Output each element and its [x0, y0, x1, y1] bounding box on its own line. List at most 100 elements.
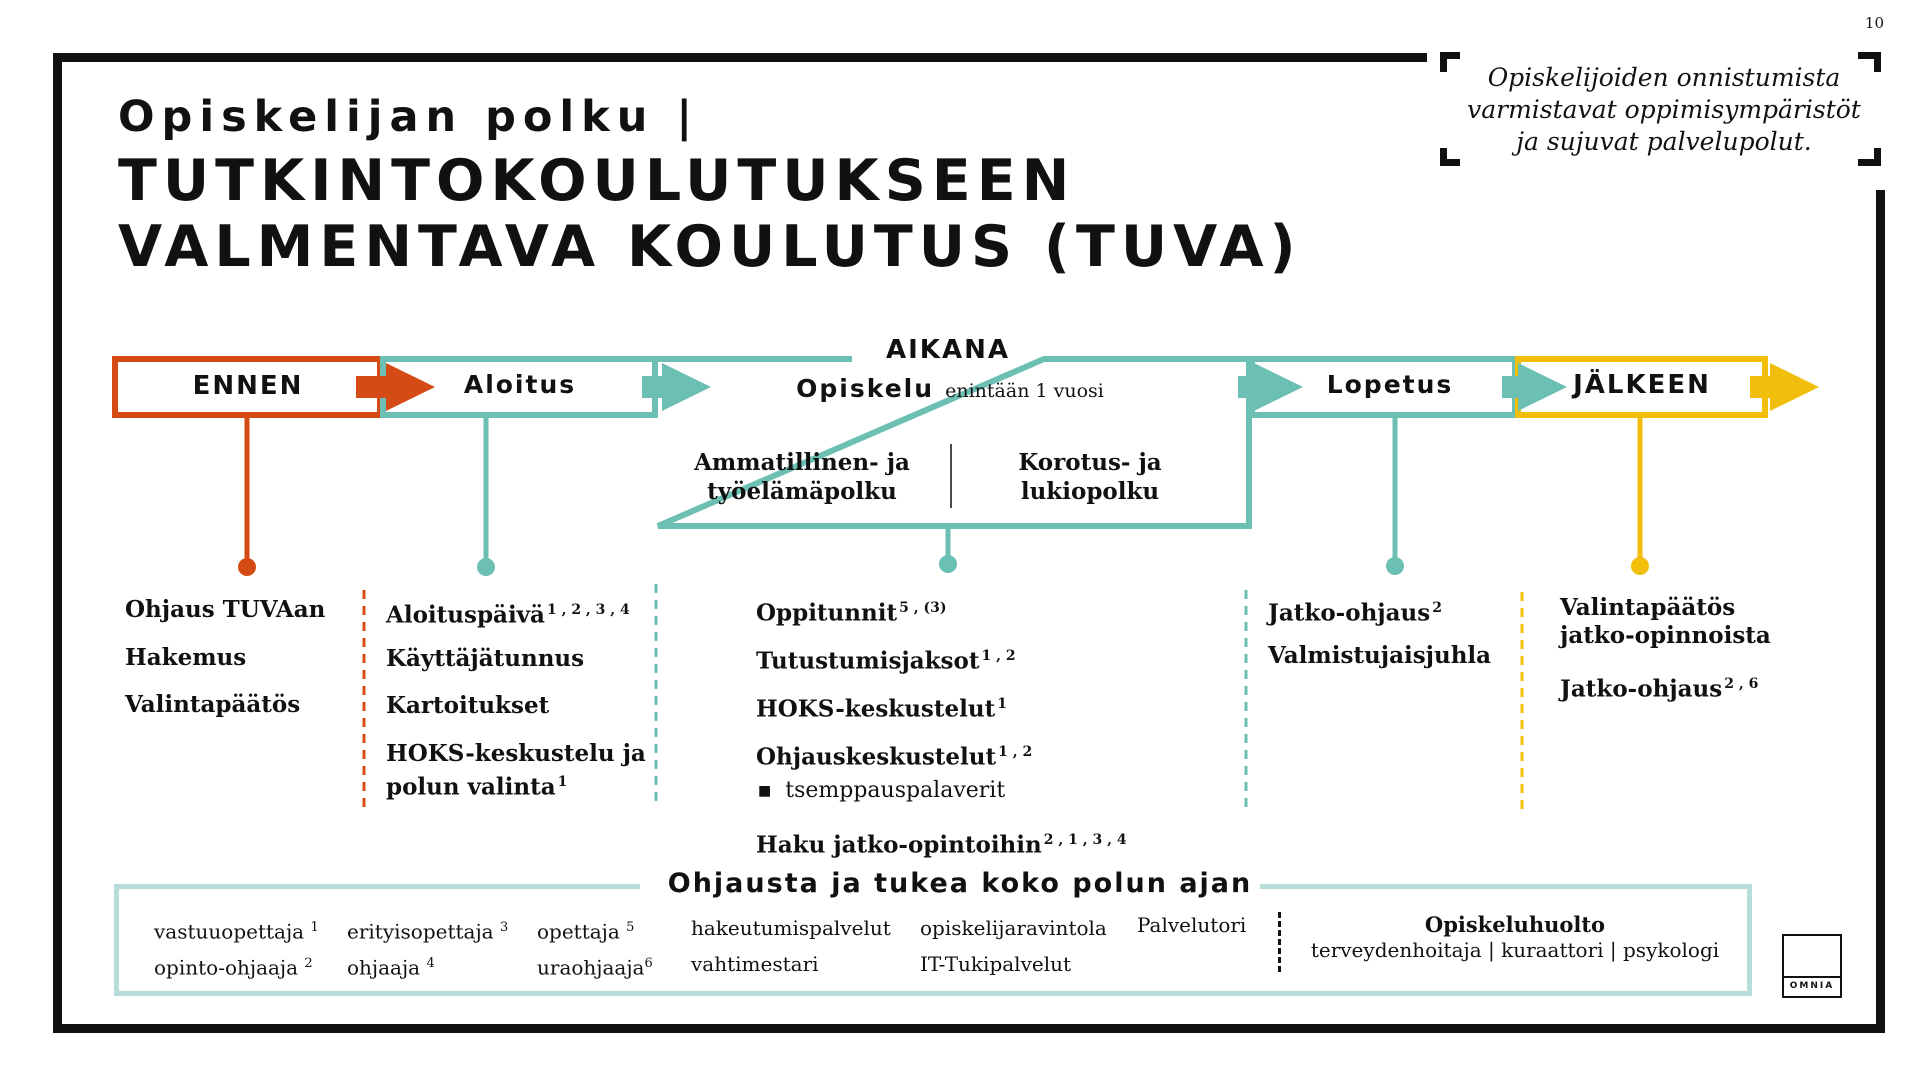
quote-line-3: ja sujuvat palvelupolut.: [1516, 127, 1812, 156]
role-text: erityisopettaja: [347, 919, 494, 944]
item-footnote: 1 , 2: [981, 648, 1016, 664]
path-korotus: Korotus- ja lukiopolku: [960, 448, 1220, 506]
aloitus-pin: [477, 558, 495, 576]
frame-bottom-border: [53, 1024, 1885, 1033]
ennen-item: Valintapäätös: [125, 691, 301, 718]
role-footnote: 5: [626, 920, 635, 935]
ennen-item: Ohjaus TUVAan: [125, 596, 326, 623]
frame-left-border: [53, 53, 62, 1033]
jalkeen-arrow: [1750, 363, 1819, 411]
aikana-arrow: [1238, 363, 1303, 411]
path-korotus-line1: Korotus- ja: [1018, 449, 1162, 476]
aloitus-item: HOKS-keskustelu ja: [386, 740, 646, 768]
stage-jalkeen: JÄLKEEN: [1573, 370, 1711, 400]
support-role: ohjaaja 4: [347, 951, 435, 981]
aloitus-arrow: [642, 363, 711, 411]
support-service: Palvelutori: [1137, 913, 1247, 937]
stage-opiskelu-note: enintään 1 vuosi: [945, 380, 1104, 402]
item-text: HOKS-keskustelut: [756, 695, 996, 723]
item-text: Valmistujaisjuhla: [1268, 642, 1492, 669]
ennen-item: Hakemus: [125, 644, 247, 671]
item-text: Kartoitukset: [386, 692, 550, 719]
ennen-arrow: [356, 363, 435, 411]
item-text: Jatko-ohjaus: [1560, 675, 1723, 703]
jalkeen-pin: [1631, 557, 1649, 575]
item-footnote: 2 , 1 , 3 , 4: [1043, 832, 1127, 848]
stage-lopetus: Lopetus: [1326, 370, 1454, 399]
support-role: vastuuopettaja 1: [154, 915, 319, 945]
title-line-3: VALMENTAVA KOULUTUS (TUVA): [118, 214, 1302, 280]
item-text: Valintapäätös: [1560, 594, 1736, 621]
bullet-marker: ■: [758, 783, 772, 799]
item-text: Ohjauskeskustelut: [756, 743, 997, 771]
item-text: Tutustumisjaksot: [756, 647, 980, 675]
path-korotus-line2: lukiopolku: [1020, 478, 1160, 505]
item-footnote: 5 , (3): [899, 600, 947, 616]
item-footnote: 1: [557, 774, 568, 790]
item-footnote: 1 , 2: [998, 744, 1033, 760]
omnia-logo: OMNIA: [1782, 934, 1842, 998]
item-footnote: 1: [997, 696, 1007, 712]
title-line-1: Opiskelijan polku |: [118, 92, 700, 142]
item-text: Käyttäjätunnus: [386, 645, 585, 672]
ennen-pin: [238, 558, 256, 576]
aloitus-item: Kartoitukset: [386, 692, 549, 720]
role-text: ohjaaja: [347, 955, 421, 980]
role-footnote: 1: [310, 920, 319, 935]
frame-top-border: [53, 53, 1427, 62]
aikana-box: [656, 356, 1252, 529]
omnia-logo-text: OMNIA: [1784, 976, 1840, 996]
support-service: opiskelijaravintola: [920, 916, 1107, 940]
item-footnote: 2: [1432, 600, 1442, 616]
stage-ennen: ENNEN: [192, 371, 304, 401]
role-text: vastuuopettaja: [154, 919, 305, 944]
path-ammatillinen-line2: työelämäpolku: [707, 478, 897, 505]
role-footnote: 3: [499, 920, 509, 935]
opiskeluhuolto-separator: [1278, 912, 1281, 972]
support-role: opinto-ohjaaja 2: [154, 951, 313, 981]
role-text: opinto-ohjaaja: [154, 955, 299, 980]
item-text: HOKS-keskustelu ja: [386, 740, 646, 767]
role-footnote: 2: [304, 956, 313, 971]
item-footnote: 2 , 6: [1724, 676, 1759, 692]
aloitus-item: Käyttäjätunnus: [386, 645, 584, 673]
path-ammatillinen: Ammatillinen- ja työelämäpolku: [672, 448, 932, 506]
jalkeen-item: jatko-opinnoista: [1560, 622, 1771, 650]
support-title: Ohjausta ja tukea koko polun ajan: [667, 868, 1253, 899]
lopetus-pin: [1386, 557, 1404, 575]
item-footnote: 1 , 2 , 3 , 4: [546, 602, 630, 618]
aikana-pin: [939, 555, 957, 573]
support-role: uraohjaaja6: [537, 951, 653, 981]
lopetus-arrow: [1502, 363, 1567, 411]
jalkeen-item: Valintapäätös: [1560, 594, 1735, 622]
quote-line-1: Opiskelijoiden onnistumista: [1487, 63, 1841, 92]
support-title-gap: [640, 878, 1260, 892]
aikana-subitem: ■ tsemppauspalaverit: [758, 778, 1005, 803]
stage-opiskelu-row: Opiskelu enintään 1 vuosi: [700, 374, 1200, 403]
title-line-2: TUTKINTOKOULUTUKSEEN: [118, 148, 1076, 214]
support-service: IT-Tukipalvelut: [920, 952, 1072, 976]
item-text: tsemppauspalaverit: [785, 778, 1006, 803]
quote-text: Opiskelijoiden onnistumista varmistavat …: [1448, 62, 1880, 158]
opiskeluhuolto-title: Opiskeluhuolto: [1424, 912, 1606, 937]
support-role: erityisopettaja 3: [347, 915, 508, 945]
role-text: opettaja: [537, 919, 620, 944]
item-text: Haku jatko-opintoihin: [756, 831, 1042, 859]
opiskeluhuolto-text: terveydenhoitaja | kuraattori | psykolog…: [1310, 938, 1720, 962]
stage-opiskelu: Opiskelu: [796, 374, 935, 403]
item-text: jatko-opinnoista: [1560, 622, 1771, 649]
quote-line-2: varmistavat oppimisympäristöt: [1467, 95, 1861, 124]
item-text: Oppitunnit: [756, 599, 898, 627]
frame-right-border: [1876, 190, 1885, 1033]
quote-brackets: [1440, 52, 1881, 166]
lopetus-item: Valmistujaisjuhla: [1268, 642, 1491, 670]
